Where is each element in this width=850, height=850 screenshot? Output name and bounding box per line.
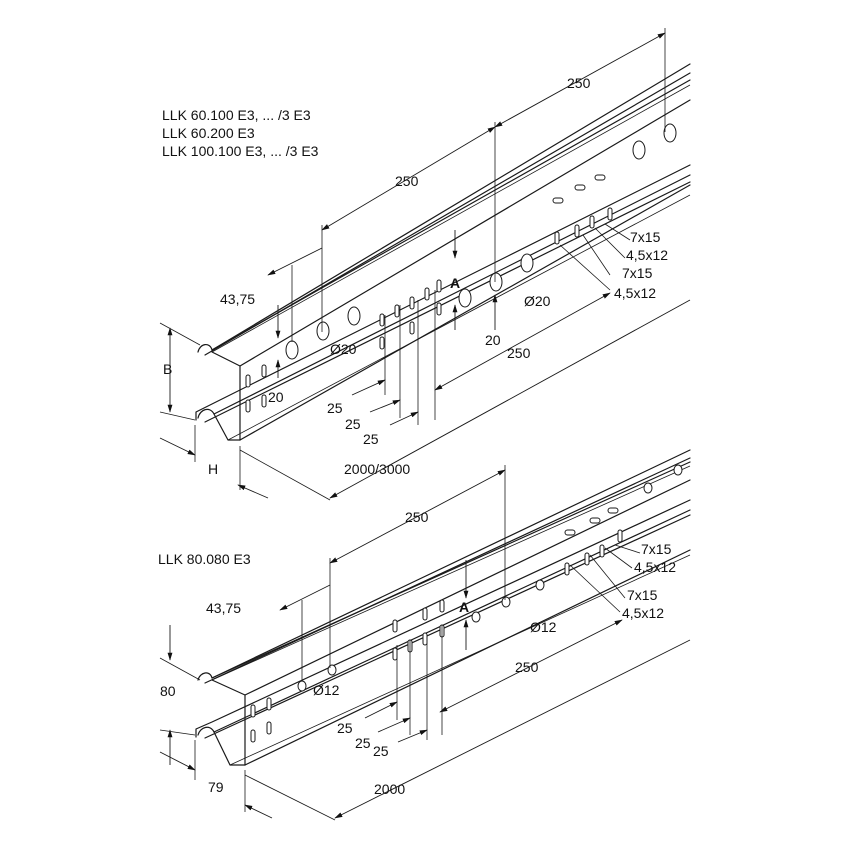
top-labels: LLK 60.100 E3, ... /3 E3 LLK 60.200 E3 L…: [162, 75, 668, 477]
bottom-dia-12-left: Ø12: [313, 682, 340, 698]
bottom-slot-4-5x12-b: 4,5x12: [622, 605, 664, 621]
top-dim-20-center: 20: [485, 332, 501, 348]
bottom-labels: LLK 80.080 E3 250 250 43,75 Ø12 Ø12 A 7x…: [158, 509, 676, 797]
top-dim-H: H: [208, 461, 218, 477]
top-dim-250-low: 250: [507, 345, 531, 361]
bottom-dim-25-2: 25: [355, 735, 371, 751]
top-dia-20-right: Ø20: [524, 293, 551, 309]
top-title-3: LLK 100.100 E3, ... /3 E3: [162, 143, 319, 159]
bottom-dim-height: 80: [160, 683, 176, 699]
bottom-dim-250-top: 250: [405, 509, 429, 525]
top-title-1: LLK 60.100 E3, ... /3 E3: [162, 107, 311, 123]
top-dim-25-3: 25: [363, 431, 379, 447]
bottom-slot-4-5x12-a: 4,5x12: [634, 559, 676, 575]
bottom-dim-43-75: 43,75: [206, 600, 241, 616]
top-dim-250-top: 250: [567, 75, 591, 91]
bottom-dim-width: 79: [208, 779, 224, 795]
top-slot-7x15-a: 7x15: [630, 229, 661, 245]
top-dia-20-left: Ø20: [330, 341, 357, 357]
bottom-slot-7x15-a: 7x15: [641, 541, 672, 557]
bottom-dim-25-1: 25: [337, 720, 353, 736]
top-title-2: LLK 60.200 E3: [162, 125, 255, 141]
top-dimensions: [159, 28, 691, 501]
top-dim-25-1: 25: [327, 400, 343, 416]
bottom-slot-7x15-b: 7x15: [627, 587, 658, 603]
top-dim-20-left: 20: [268, 389, 284, 405]
top-slot-7x15-b: 7x15: [622, 265, 653, 281]
bottom-dim-length: 2000: [374, 781, 405, 797]
bottom-title: LLK 80.080 E3: [158, 551, 251, 567]
top-dim-250-mid: 250: [395, 173, 419, 189]
top-slot-4-5x12-a: 4,5x12: [626, 247, 668, 263]
top-dim-B: B: [163, 361, 172, 377]
top-slot-4-5x12-b: 4,5x12: [614, 285, 656, 301]
bottom-dimensions: [159, 465, 691, 821]
bottom-dim-25-3: 25: [373, 743, 389, 759]
bottom-holes: [250, 464, 683, 743]
bottom-dim-250-low: 250: [515, 659, 539, 675]
bottom-section-A: A: [459, 599, 469, 615]
top-holes: [245, 123, 677, 413]
bottom-dia-12-right: Ø12: [530, 619, 557, 635]
top-section-A: A: [450, 275, 460, 291]
top-dim-length: 2000/3000: [344, 461, 410, 477]
top-dim-25-2: 25: [345, 416, 361, 432]
top-dim-43-75: 43,75: [220, 291, 255, 307]
